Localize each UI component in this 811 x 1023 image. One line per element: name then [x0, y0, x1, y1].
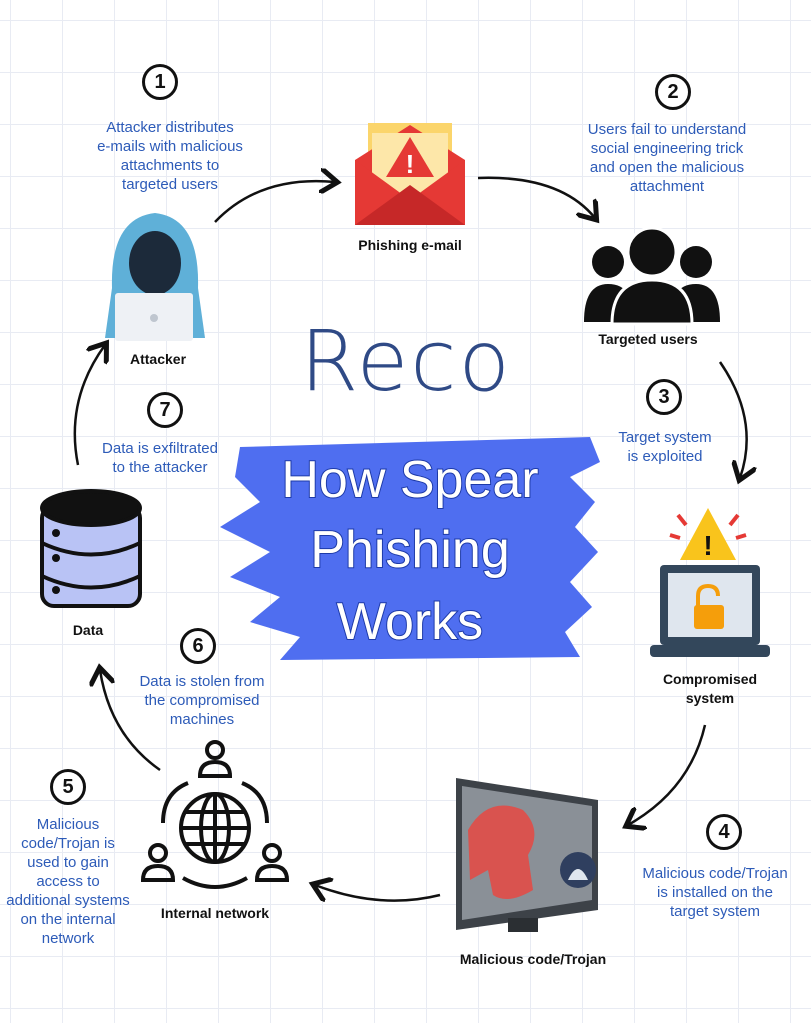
svg-text:!: ! — [406, 149, 415, 179]
step-5-number: 5 — [50, 769, 86, 805]
step-3-desc: Target system is exploited — [618, 429, 712, 465]
step-2-desc: Users fail to understand social engineer… — [587, 121, 747, 195]
step-4-number: 4 — [706, 814, 742, 850]
compromised-system-icon: ! — [650, 508, 770, 657]
attacker-label: Attacker — [129, 351, 187, 367]
title-line-2: Phishing — [309, 520, 510, 580]
step-3-number: 3 — [646, 379, 682, 415]
brush-stroke — [220, 437, 600, 660]
step-4-desc: Malicious code/Trojan is installed on th… — [642, 865, 788, 920]
svg-text:!: ! — [703, 530, 712, 561]
trojan-label: Malicious code/Trojan — [459, 951, 607, 967]
targeted-users-label: Targeted users — [598, 331, 698, 347]
title-banner: How Spear Phishing Works — [220, 432, 600, 662]
internal-network-icon — [140, 740, 290, 889]
database-icon — [40, 489, 142, 608]
reco-logo: Reco — [300, 312, 512, 410]
title-line-3: Works — [336, 592, 484, 652]
step-1-desc: Attacker distributes e-mails with malici… — [97, 119, 243, 193]
phishing-email-icon: ! — [355, 123, 465, 225]
attacker-icon — [105, 213, 205, 341]
data-label: Data — [72, 622, 104, 638]
trojan-icon — [456, 778, 598, 932]
step-1-number: 1 — [142, 64, 178, 100]
step-6-number: 6 — [180, 628, 216, 664]
internal-network-label: Internal network — [160, 905, 270, 921]
step-5-desc: Malicious code/Trojan is used to gain ac… — [6, 816, 130, 947]
title-line-1: How Spear — [280, 450, 539, 510]
step-7-desc: Data is exfiltrated to the attacker — [102, 440, 218, 476]
step-6-desc: Data is stolen from the compromised mach… — [139, 673, 265, 728]
step-2-number: 2 — [655, 74, 691, 110]
phishing-email-label: Phishing e-mail — [358, 237, 462, 253]
targeted-users-icon — [584, 226, 720, 326]
step-7-number: 7 — [147, 392, 183, 428]
compromised-system-label: Compromised system — [662, 671, 758, 706]
